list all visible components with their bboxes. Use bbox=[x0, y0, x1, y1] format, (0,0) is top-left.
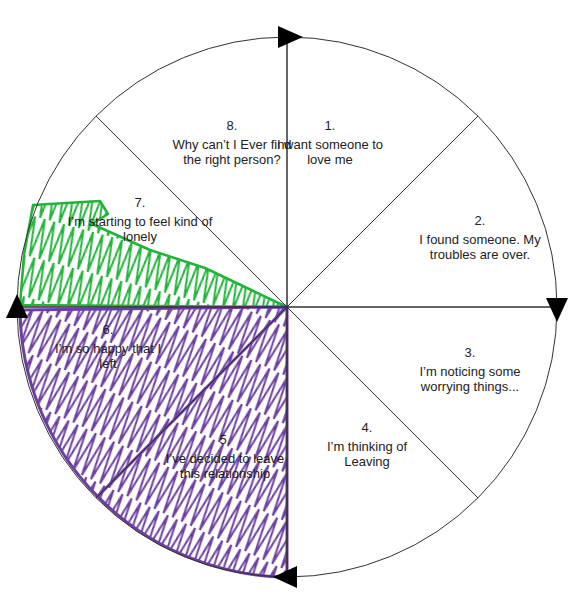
wedge-label: 6. I’m so happy that I left bbox=[48, 322, 168, 372]
step-text: Why can’t I Ever find the right person? bbox=[167, 137, 297, 168]
cycle-wedge: 8.Why can’t I Ever find the right person… bbox=[94, 35, 289, 309]
wedge-path bbox=[96, 37, 287, 307]
step-text: I’ve decided to leave this relationship bbox=[155, 451, 295, 482]
step-number: 1. bbox=[275, 118, 385, 134]
wedge-outline bbox=[94, 35, 289, 309]
wedge-path bbox=[287, 307, 557, 498]
cycle-wedge: 4. I’m thinking of Leaving bbox=[285, 305, 480, 579]
wedge-outline bbox=[285, 114, 559, 309]
step-text: I’m thinking of Leaving bbox=[312, 439, 422, 470]
step-text: I’m so happy that I left bbox=[48, 341, 168, 372]
wedge-outline bbox=[285, 35, 480, 309]
green-scribble bbox=[20, 201, 287, 307]
wedge-label: 2. I found someone. My troubles are over. bbox=[410, 213, 550, 263]
wedge-outline bbox=[15, 305, 289, 500]
wedge-path bbox=[287, 116, 557, 307]
step-number: 8. bbox=[167, 118, 297, 134]
flow-arrowhead bbox=[273, 566, 297, 588]
wedge-path bbox=[17, 307, 287, 498]
wedge-outline bbox=[285, 305, 559, 500]
step-text: I’m noticing some worrying things... bbox=[395, 364, 545, 395]
step-number: 7. bbox=[65, 195, 215, 211]
wedge-path bbox=[287, 37, 478, 307]
step-number: 5. bbox=[155, 432, 295, 448]
step-number: 3. bbox=[395, 345, 545, 361]
wedge-label: 7. I’m starting to feel kind of lonely bbox=[65, 195, 215, 245]
cycle-wedge: 6. I’m so happy that I left bbox=[15, 305, 289, 500]
wedge-label: 4. I’m thinking of Leaving bbox=[312, 420, 422, 470]
flow-arrowhead bbox=[278, 26, 303, 48]
flow-arrowhead bbox=[546, 298, 568, 322]
wedge-path bbox=[287, 307, 478, 577]
cycle-wedge: 2. I found someone. My troubles are over. bbox=[285, 114, 559, 309]
flow-arrowhead bbox=[6, 294, 28, 318]
cycle-wedge: 3. I’m noticing some worrying things... bbox=[285, 305, 559, 500]
step-text: I found someone. My troubles are over. bbox=[410, 232, 550, 263]
step-number: 6. bbox=[48, 322, 168, 338]
step-text: I’m starting to feel kind of lonely bbox=[65, 214, 215, 245]
step-number: 4. bbox=[312, 420, 422, 436]
cycle-wedge: 1.I want someone to love me bbox=[285, 35, 480, 309]
wedge-label: 3. I’m noticing some worrying things... bbox=[395, 345, 545, 395]
wedge-label: 8. Why can’t I Ever find the right person… bbox=[167, 118, 297, 168]
step-number: 2. bbox=[410, 213, 550, 229]
wedge-label: 5. I’ve decided to leave this relationshi… bbox=[155, 432, 295, 482]
